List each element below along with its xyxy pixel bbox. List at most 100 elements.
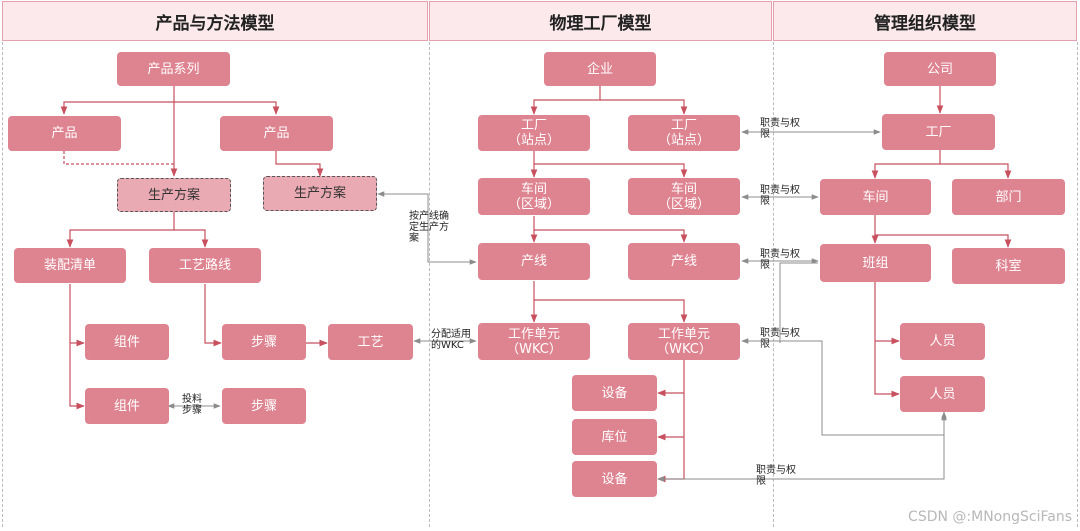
node-production-plan-b-text: 生产方案 xyxy=(293,186,346,201)
label-duty-authority-4-line1: 职责与权 xyxy=(760,328,800,339)
label-duty-authority-5: 职责与权限 xyxy=(756,465,796,487)
node-assembly-bom: 装配清单 xyxy=(14,248,126,283)
label-assign-wkc-line2: 的WKC xyxy=(431,340,464,351)
node-section-office: 科室 xyxy=(952,248,1065,284)
node-workshop-area-a: 车间（区域） xyxy=(478,178,590,215)
node-factory-site-b-line1: 工厂 xyxy=(670,118,697,133)
node-product-b: 产品 xyxy=(220,116,333,151)
node-product-family-text: 产品系列 xyxy=(147,61,200,77)
node-department: 部门 xyxy=(952,179,1065,215)
label-assign-wkc-line1: 分配适用 xyxy=(431,329,471,340)
node-production-line-b-text: 产线 xyxy=(670,254,697,269)
label-duty-authority-1-line1: 职责与权 xyxy=(760,118,800,129)
node-process-route-text: 工艺路线 xyxy=(178,258,231,273)
node-storage-location-text: 库位 xyxy=(601,429,628,445)
node-workshop-area-b: 车间（区域） xyxy=(628,178,740,215)
node-factory-site-a: 工厂（站点） xyxy=(478,115,590,151)
node-team: 班组 xyxy=(820,244,931,282)
column-separator-right xyxy=(1077,42,1078,527)
node-org-factory-text: 工厂 xyxy=(925,124,952,140)
node-product-a: 产品 xyxy=(8,116,121,151)
label-duty-authority-1-line2: 限 xyxy=(760,129,770,140)
node-process: 工艺 xyxy=(328,324,413,360)
label-duty-authority-3: 职责与权限 xyxy=(760,249,800,271)
node-company-text: 公司 xyxy=(926,61,953,77)
node-storage-location: 库位 xyxy=(572,419,657,455)
node-section-office-text: 科室 xyxy=(995,258,1022,274)
label-plan-by-line-line1: 按产线确 xyxy=(409,211,449,222)
label-duty-authority-2-line2: 限 xyxy=(760,196,770,207)
node-production-plan-a: 生产方案 xyxy=(117,178,231,212)
label-feed-step: 投料步骤 xyxy=(182,394,202,416)
node-process-text: 工艺 xyxy=(357,334,384,350)
node-component-b: 组件 xyxy=(85,388,169,424)
column-separator-2 xyxy=(773,42,774,527)
node-work-cell-a-line2: （WKC） xyxy=(506,341,562,357)
label-duty-authority-3-line1: 职责与权 xyxy=(760,249,800,260)
node-step-b: 步骤 xyxy=(222,388,306,424)
node-person-a: 人员 xyxy=(900,323,985,360)
node-org-factory: 工厂 xyxy=(882,114,995,150)
label-duty-authority-3-line2: 限 xyxy=(760,260,770,271)
node-workshop-area-a-line2: （区域） xyxy=(507,196,560,212)
label-duty-authority-2-line1: 职责与权 xyxy=(760,185,800,196)
node-department-text: 部门 xyxy=(995,189,1022,205)
node-production-line-a-text: 产线 xyxy=(520,254,547,269)
node-production-line-b: 产线 xyxy=(628,243,740,280)
node-equipment-b: 设备 xyxy=(572,461,657,497)
label-duty-authority-4: 职责与权限 xyxy=(760,328,800,350)
node-workshop-area-b-line1: 车间 xyxy=(670,181,697,197)
node-factory-site-a-line1: 工厂 xyxy=(520,118,547,133)
label-duty-authority-5-line1: 职责与权 xyxy=(756,465,796,476)
node-org-workshop: 车间 xyxy=(820,179,931,215)
node-production-plan-b: 生产方案 xyxy=(263,176,377,211)
header-product-method: 产品与方法模型 xyxy=(2,1,428,41)
node-assembly-bom-text: 装配清单 xyxy=(43,258,96,273)
node-factory-site-a-line2: （站点） xyxy=(507,133,560,148)
header-management-org: 管理组织模型 xyxy=(773,1,1077,41)
column-separator-1 xyxy=(429,42,430,527)
node-work-cell-b-line1: 工作单元 xyxy=(657,326,710,342)
label-duty-authority-5-line2: 限 xyxy=(756,476,766,487)
node-production-line-a: 产线 xyxy=(478,243,590,280)
node-work-cell-b: 工作单元（WKC） xyxy=(628,323,740,360)
node-workshop-area-a-line1: 车间 xyxy=(520,181,547,197)
node-workshop-area-b-line2: （区域） xyxy=(657,196,710,212)
label-plan-by-line-line2: 定生产方 xyxy=(409,222,449,233)
node-component-a-text: 组件 xyxy=(113,334,140,350)
node-product-b-text: 产品 xyxy=(263,126,290,141)
node-team-text: 班组 xyxy=(862,255,889,271)
node-production-plan-a-text: 生产方案 xyxy=(147,187,200,203)
node-equipment-a-text: 设备 xyxy=(601,385,628,401)
node-component-b-text: 组件 xyxy=(113,398,140,414)
label-duty-authority-2: 职责与权限 xyxy=(760,185,800,207)
node-org-workshop-text: 车间 xyxy=(862,189,889,205)
node-work-cell-a: 工作单元（WKC） xyxy=(478,323,590,360)
header-physical-factory: 物理工厂模型 xyxy=(429,1,772,41)
node-step-b-text: 步骤 xyxy=(250,398,277,414)
column-separator-left xyxy=(2,42,3,527)
node-process-route: 工艺路线 xyxy=(149,248,261,283)
node-person-b-text: 人员 xyxy=(929,386,956,402)
node-equipment-a: 设备 xyxy=(572,375,657,411)
node-work-cell-a-line1: 工作单元 xyxy=(507,326,560,342)
node-step-a-text: 步骤 xyxy=(250,334,277,350)
node-person-b: 人员 xyxy=(900,376,985,412)
node-equipment-b-text: 设备 xyxy=(601,471,628,487)
label-duty-authority-4-line2: 限 xyxy=(760,339,770,350)
node-enterprise-text: 企业 xyxy=(586,61,613,77)
node-factory-site-b-line2: （站点） xyxy=(657,133,710,148)
label-duty-authority-1: 职责与权限 xyxy=(760,118,800,140)
label-plan-by-line-line3: 案 xyxy=(409,233,419,244)
node-product-a-text: 产品 xyxy=(51,126,78,141)
label-plan-by-line: 按产线确定生产方案 xyxy=(409,211,449,244)
watermark: CSDN @:MNongSciFans xyxy=(908,509,1072,525)
label-assign-wkc: 分配适用的WKC xyxy=(431,329,471,351)
node-product-family: 产品系列 xyxy=(117,52,230,86)
node-company: 公司 xyxy=(884,52,996,86)
node-work-cell-b-line2: （WKC） xyxy=(656,341,712,357)
label-feed-step-line1: 投料 xyxy=(182,394,202,405)
node-enterprise: 企业 xyxy=(544,52,656,86)
label-feed-step-line2: 步骤 xyxy=(182,405,202,416)
